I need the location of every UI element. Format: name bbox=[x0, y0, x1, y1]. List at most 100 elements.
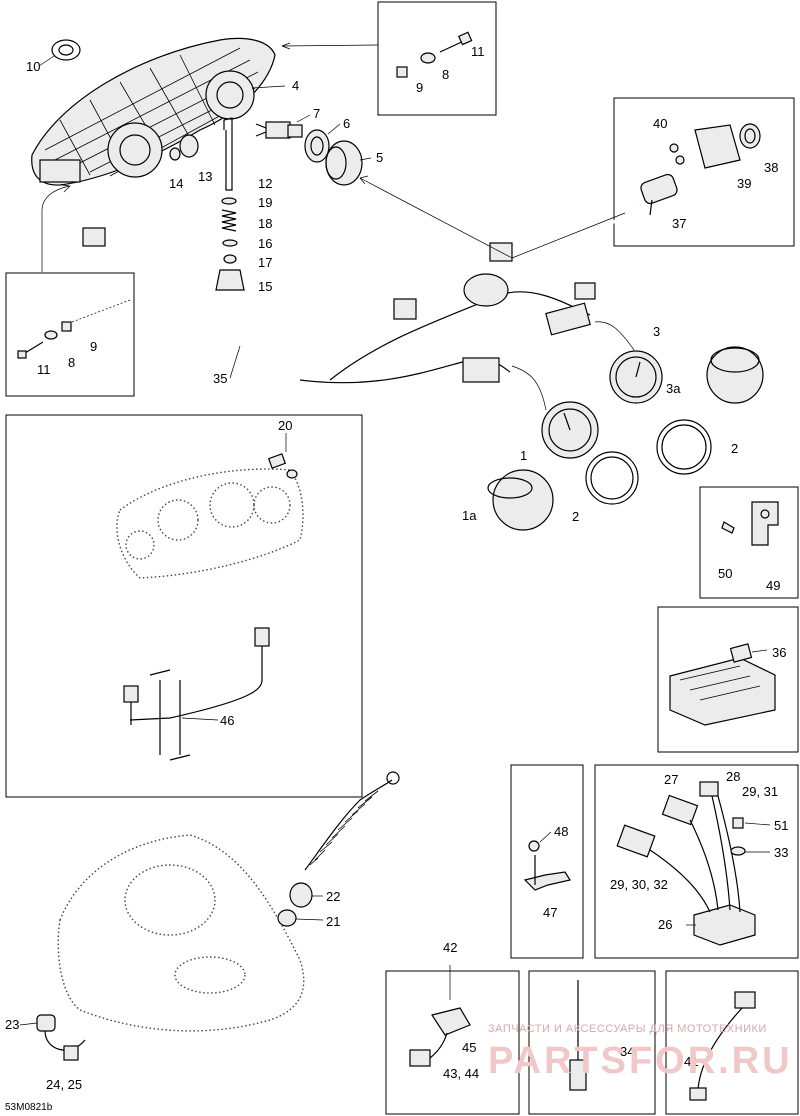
callout-22: 22 bbox=[326, 889, 340, 904]
screw-51-icon bbox=[732, 817, 744, 829]
callout-4: 4 bbox=[292, 78, 299, 93]
instrument-cluster-outline bbox=[116, 468, 304, 579]
callout-10: 10 bbox=[26, 59, 40, 74]
screw-11-icon bbox=[439, 31, 473, 53]
bezel-3a-icon bbox=[706, 346, 764, 404]
callout-24-25: 24, 25 bbox=[46, 1077, 82, 1092]
callout-36: 36 bbox=[772, 645, 786, 660]
bracket-39-icon bbox=[694, 124, 741, 169]
callout-1a: 1a bbox=[462, 508, 477, 523]
callout-3a: 3a bbox=[666, 381, 681, 396]
regulator-26-icon bbox=[693, 904, 756, 946]
callout-15: 15 bbox=[258, 279, 272, 294]
adjuster-12-icon bbox=[223, 117, 233, 191]
sensor-34-icon bbox=[569, 980, 587, 1091]
ring-2-icon-right bbox=[656, 419, 712, 475]
coil-cord-icon bbox=[304, 771, 400, 871]
washer-8-icon bbox=[420, 52, 436, 64]
callout-29-30-32: 29, 30, 32 bbox=[610, 877, 668, 892]
callout-17: 17 bbox=[258, 255, 272, 270]
cap-15-icon bbox=[215, 269, 245, 291]
connector-29-icon bbox=[616, 824, 656, 858]
clip-10-icon bbox=[51, 39, 81, 61]
callout-41: 41 bbox=[684, 1054, 698, 1069]
sensor-23-icon bbox=[36, 1014, 86, 1061]
bulb-7-icon bbox=[255, 121, 303, 139]
callout-20: 20 bbox=[278, 418, 292, 433]
callout-21: 21 bbox=[326, 914, 340, 929]
boot-5-icon bbox=[325, 140, 363, 186]
connector-20-icon bbox=[267, 453, 298, 479]
callout-37: 37 bbox=[672, 216, 686, 231]
ring-38-icon bbox=[739, 123, 761, 149]
callout-40: 40 bbox=[653, 116, 667, 131]
watermark-brand: PARTSFOR.RU bbox=[488, 1040, 793, 1082]
screw-48-icon bbox=[528, 840, 540, 852]
figure-code: 53M0821b bbox=[5, 1102, 53, 1113]
callout-38: 38 bbox=[764, 160, 778, 175]
box-fuse-block bbox=[657, 606, 799, 753]
ring-6-icon bbox=[304, 129, 330, 163]
callout-11: 11 bbox=[37, 362, 51, 377]
box-cluster-diagram bbox=[5, 414, 363, 798]
bracket-47-icon bbox=[523, 855, 571, 891]
callout-35: 35 bbox=[213, 371, 227, 386]
callout-45: 45 bbox=[462, 1040, 476, 1055]
callout-8: 8 bbox=[68, 355, 75, 370]
box-bracket-49 bbox=[699, 486, 799, 599]
box-sensor-42 bbox=[385, 970, 520, 1115]
callout-48: 48 bbox=[554, 824, 568, 839]
regulator-wires bbox=[649, 795, 741, 913]
relay-36-icon bbox=[729, 643, 753, 663]
callout-34: 34 bbox=[620, 1044, 634, 1059]
callout-29-31: 29, 31 bbox=[742, 784, 778, 799]
spring-18-icon bbox=[221, 209, 237, 232]
callout-18: 18 bbox=[258, 216, 272, 231]
headlight-housing bbox=[31, 37, 276, 186]
callout-23: 23 bbox=[5, 1017, 19, 1032]
callout-51: 51 bbox=[774, 818, 788, 833]
mount-washer-8-icon bbox=[44, 330, 58, 340]
box-sensor-34 bbox=[528, 970, 656, 1115]
connector-27-icon bbox=[661, 794, 699, 826]
mount-screw-11-icon bbox=[17, 341, 44, 359]
callout-49: 49 bbox=[766, 578, 780, 593]
callout-27: 27 bbox=[664, 772, 678, 787]
ring-2-icon-left bbox=[585, 451, 639, 505]
nut-9-icon bbox=[396, 66, 408, 78]
callout-28: 28 bbox=[726, 769, 740, 784]
callout-42: 42 bbox=[443, 940, 457, 955]
sensor-37-icon bbox=[640, 173, 678, 216]
sensor-45-icon bbox=[431, 1007, 471, 1036]
mount-nut-9-icon bbox=[61, 321, 72, 332]
gauge-3-icon bbox=[609, 350, 663, 404]
callout-13: 13 bbox=[198, 169, 212, 184]
plug-22-icon bbox=[289, 882, 313, 908]
box-regulator bbox=[594, 764, 799, 959]
callout-8: 8 bbox=[442, 67, 449, 82]
callout-11: 11 bbox=[471, 44, 485, 59]
callout-5: 5 bbox=[376, 150, 383, 165]
connector-43-icon bbox=[409, 1032, 448, 1067]
callout-43-44: 43, 44 bbox=[443, 1066, 479, 1081]
callout-7: 7 bbox=[313, 106, 320, 121]
box-bracket-47 bbox=[510, 764, 584, 959]
callout-47: 47 bbox=[543, 905, 557, 920]
washer-33-icon bbox=[730, 846, 746, 856]
watermark-tagline: ЗАПЧАСТИ И АКСЕССУАРЫ ДЛЯ МОТОТЕХНИКИ bbox=[488, 1023, 767, 1035]
screw-50-icon bbox=[721, 521, 735, 534]
washer-16-icon bbox=[222, 239, 238, 247]
callout-1: 1 bbox=[520, 448, 527, 463]
box-sensor-bracket bbox=[613, 97, 795, 247]
wire-46-icon bbox=[123, 627, 270, 761]
callout-39: 39 bbox=[737, 176, 751, 191]
callout-2: 2 bbox=[731, 441, 738, 456]
callout-2: 2 bbox=[572, 509, 579, 524]
callout-9: 9 bbox=[416, 80, 423, 95]
box-headlight-mounting bbox=[377, 1, 497, 116]
washer-21-icon bbox=[277, 909, 297, 927]
callout-26: 26 bbox=[658, 917, 672, 932]
callout-46: 46 bbox=[220, 713, 234, 728]
callout-14: 14 bbox=[169, 176, 183, 191]
